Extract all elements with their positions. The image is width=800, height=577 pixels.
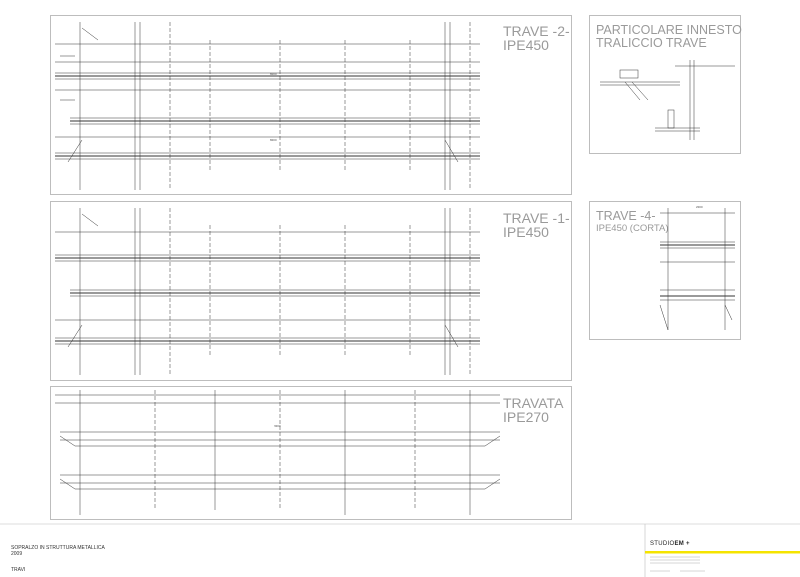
travata-drawing <box>55 390 501 515</box>
dim-label-4: 2000 <box>696 205 703 209</box>
trave-4-drawing <box>659 208 735 331</box>
studio-logo-prefix: STUDIO <box>650 541 675 547</box>
particolare-title-line2: TRALICCIO TRAVE <box>596 35 707 50</box>
project-title-line1: SOPRALZO IN STRUTTURA METALLICA <box>11 545 105 551</box>
studio-accent-bar <box>645 551 800 554</box>
project-title: SOPRALZO IN STRUTTURA METALLICA 2009 <box>11 545 105 557</box>
particolare-title-line1: PARTICOLARE INNESTO <box>596 23 742 37</box>
trave-2-drawing <box>55 22 480 190</box>
trave-2-title: TRAVE -2- IPE450 <box>503 24 570 52</box>
trave-1-title: TRAVE -1- IPE450 <box>503 211 570 239</box>
sheet-name: TRAVI <box>11 567 26 573</box>
particolare-title: PARTICOLARE INNESTO TRALICCIO TRAVE <box>596 24 742 49</box>
trave-2-title-line2: IPE450 <box>503 37 549 53</box>
particolare-drawing <box>600 60 735 140</box>
panel-trave-1 <box>50 201 572 381</box>
trave-4-title-line1: TRAVE -4- <box>596 209 656 223</box>
travata-title-line1: TRAVATA <box>503 395 564 411</box>
trave-1-drawing <box>55 208 480 375</box>
trave-1-title-line2: IPE450 <box>503 224 549 240</box>
dim-label-2: 8000 <box>270 138 277 142</box>
travata-title-line2: IPE270 <box>503 409 549 425</box>
studio-logo: STUDIOEM + <box>650 541 690 547</box>
studio-info-lines <box>650 556 705 572</box>
trave-4-title: TRAVE -4- IPE450 (CORTA) <box>596 210 669 233</box>
studio-logo-suffix: EM + <box>674 541 690 547</box>
dim-label-3: 3000 <box>274 424 281 428</box>
project-year: 2009 <box>11 551 23 557</box>
trave-1-title-line1: TRAVE -1- <box>503 210 570 226</box>
panel-travata <box>50 386 572 520</box>
dim-label-1: 8000 <box>270 72 277 76</box>
trave-2-title-line1: TRAVE -2- <box>503 23 570 39</box>
trave-4-title-line2: IPE450 (CORTA) <box>596 222 669 234</box>
panel-trave-4 <box>589 201 741 340</box>
panel-trave-2 <box>50 15 572 195</box>
travata-title: TRAVATA IPE270 <box>503 396 563 424</box>
